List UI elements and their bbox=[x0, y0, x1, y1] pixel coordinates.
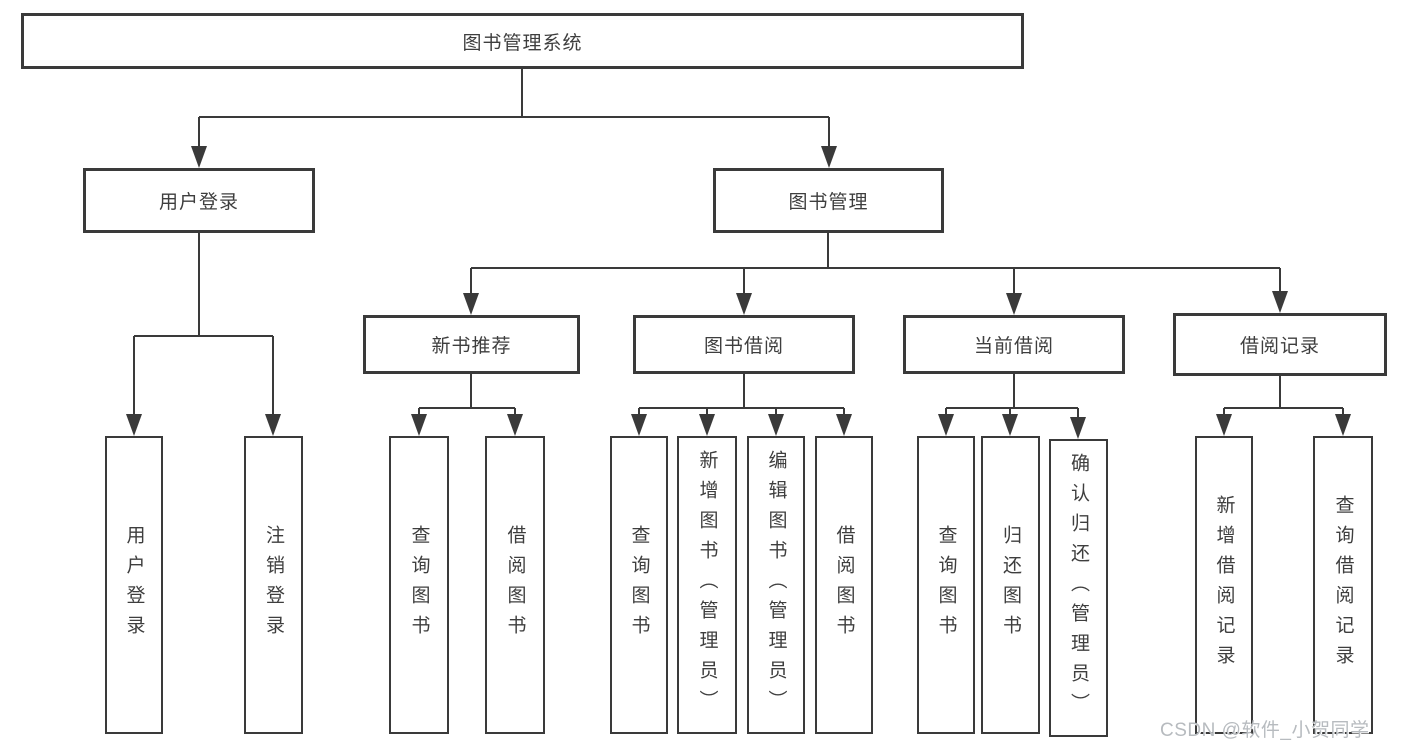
node-current-borrow: 当前借阅 bbox=[903, 315, 1125, 374]
leaf-borrow-books-label: 借阅图书 bbox=[833, 525, 855, 645]
node-new-book-recommend: 新书推荐 bbox=[363, 315, 580, 374]
leaf-add-borrow-record: 新增借阅记录 bbox=[1195, 436, 1253, 734]
leaf-user-login: 用户登录 bbox=[105, 436, 163, 734]
leaf-borrow-books: 借阅图书 bbox=[815, 436, 873, 734]
leaf-newbook-borrow-books-label: 借阅图书 bbox=[504, 525, 526, 645]
leaf-query-borrow-record: 查询借阅记录 bbox=[1313, 436, 1373, 734]
leaf-confirm-return-admin: 确认归还（管理员） bbox=[1049, 439, 1108, 737]
node-book-management: 图书管理 bbox=[713, 168, 944, 233]
leaf-newbook-query-books-label: 查询图书 bbox=[408, 525, 430, 645]
leaf-return-books-label: 归还图书 bbox=[1000, 525, 1021, 645]
node-user-login: 用户登录 bbox=[83, 168, 315, 233]
node-library-system: 图书管理系统 bbox=[21, 13, 1024, 69]
leaf-current-query-books: 查询图书 bbox=[917, 436, 975, 734]
leaf-newbook-borrow-books: 借阅图书 bbox=[485, 436, 545, 734]
leaf-add-books-admin: 新增图书（管理员） bbox=[677, 436, 737, 734]
leaf-borrow-query-books: 查询图书 bbox=[610, 436, 668, 734]
node-borrow-records: 借阅记录 bbox=[1173, 313, 1387, 376]
leaf-confirm-return-admin-label: 确认归还（管理员） bbox=[1068, 453, 1089, 723]
leaf-add-borrow-record-label: 新增借阅记录 bbox=[1213, 495, 1235, 675]
node-book-borrow: 图书借阅 bbox=[633, 315, 855, 374]
leaf-return-books: 归还图书 bbox=[981, 436, 1040, 734]
leaf-add-books-admin-label: 新增图书（管理员） bbox=[696, 450, 718, 720]
leaf-logout: 注销登录 bbox=[244, 436, 303, 734]
leaf-edit-books-admin-label: 编辑图书（管理员） bbox=[765, 450, 787, 720]
leaf-newbook-query-books: 查询图书 bbox=[389, 436, 449, 734]
leaf-query-borrow-record-label: 查询借阅记录 bbox=[1332, 495, 1354, 675]
csdn-watermark: CSDN @软件_小贺同学 bbox=[1160, 720, 1370, 741]
leaf-logout-label: 注销登录 bbox=[263, 525, 284, 645]
leaf-edit-books-admin: 编辑图书（管理员） bbox=[747, 436, 805, 734]
leaf-current-query-books-label: 查询图书 bbox=[935, 525, 957, 645]
leaf-borrow-query-books-label: 查询图书 bbox=[628, 525, 650, 645]
leaf-user-login-label: 用户登录 bbox=[123, 525, 145, 645]
